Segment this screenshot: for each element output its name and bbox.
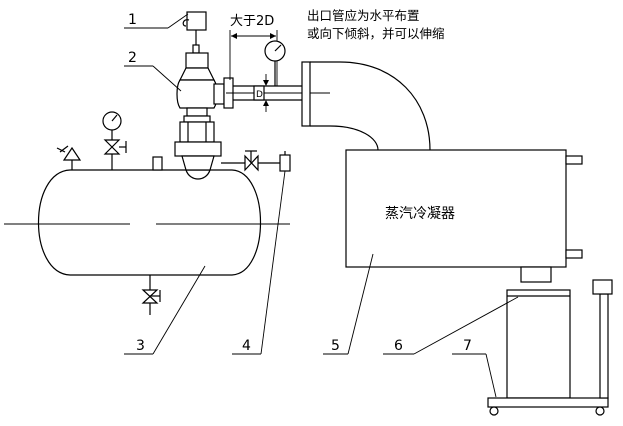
callout-5: 5 (331, 338, 340, 354)
callout-4: 4 (242, 338, 251, 354)
callout-7: 7 (463, 338, 472, 354)
callout-3: 3 (136, 338, 145, 354)
reducing-valve (174, 11, 234, 180)
callout-1: 1 (128, 12, 137, 28)
receiver-vessel (506, 289, 571, 399)
steam-condenser: 蒸汽冷凝器 (345, 149, 583, 283)
horizontal-tank (4, 169, 290, 315)
tank-nozzle (152, 156, 163, 171)
outlet-note-line2: 或向下倾斜，并可以伸缩 (307, 26, 445, 41)
condenser-label: 蒸汽冷凝器 (385, 206, 455, 222)
side-branch (221, 150, 291, 172)
outlet-note-line1: 出口管应为水平布置 (307, 8, 420, 23)
dimension-label: 大于2D (230, 14, 274, 29)
callout-6: 6 (394, 338, 403, 354)
leader-lines (124, 13, 519, 398)
dimension-2d: 大于2D (229, 14, 278, 86)
pipe-diameter-marker: D (256, 74, 269, 112)
pipe-diameter-label: D (256, 90, 263, 100)
outlet-pipe (226, 61, 431, 151)
pressure-gauge-tank (102, 111, 127, 170)
safety-valve (56, 145, 82, 170)
trolley-cart (487, 279, 613, 416)
callout-numbers: 1 2 3 4 5 6 7 (128, 12, 472, 354)
callout-2: 2 (128, 50, 137, 66)
pressure-gauge-outlet (264, 40, 286, 86)
